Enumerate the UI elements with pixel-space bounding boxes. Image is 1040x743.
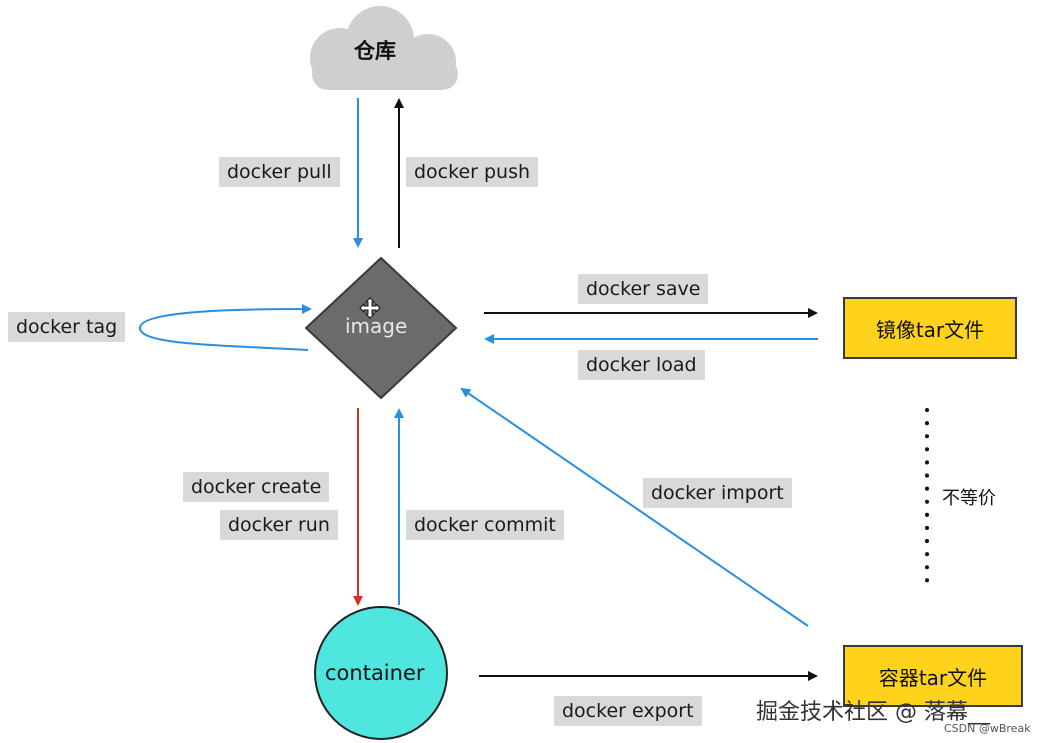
label-docker-run: docker run — [220, 510, 338, 540]
container-tar-label: 容器tar文件 — [878, 665, 988, 690]
label-docker-export: docker export — [554, 696, 702, 726]
label-docker-tag: docker tag — [8, 312, 126, 342]
registry-cloud — [310, 6, 458, 90]
not-equivalent-label: 不等价 — [942, 488, 996, 509]
label-docker-commit: docker commit — [406, 510, 564, 540]
container-tar-box: 容器tar文件 — [843, 645, 1023, 707]
image-tar-label: 镜像tar文件 — [875, 317, 985, 342]
watermark-sub: CSDN @wBreak — [944, 722, 1031, 735]
label-docker-create: docker create — [183, 472, 330, 502]
label-docker-import: docker import — [643, 478, 792, 508]
registry-label: 仓库 — [354, 39, 396, 63]
image-label: image — [345, 314, 408, 338]
label-docker-push: docker push — [406, 157, 539, 187]
container-circle — [314, 606, 448, 740]
arrow-tag-loop — [138, 304, 312, 351]
watermark-main: 掘金技术社区 @ 落幕__ — [756, 700, 990, 725]
label-docker-load: docker load — [578, 350, 705, 380]
cursor-icon — [359, 297, 381, 319]
arrow-import — [460, 387, 809, 627]
label-docker-pull: docker pull — [219, 157, 340, 187]
image-diamond — [304, 256, 458, 400]
container-label: container — [325, 661, 425, 685]
image-tar-box: 镜像tar文件 — [843, 297, 1017, 359]
label-docker-save: docker save — [578, 274, 709, 304]
